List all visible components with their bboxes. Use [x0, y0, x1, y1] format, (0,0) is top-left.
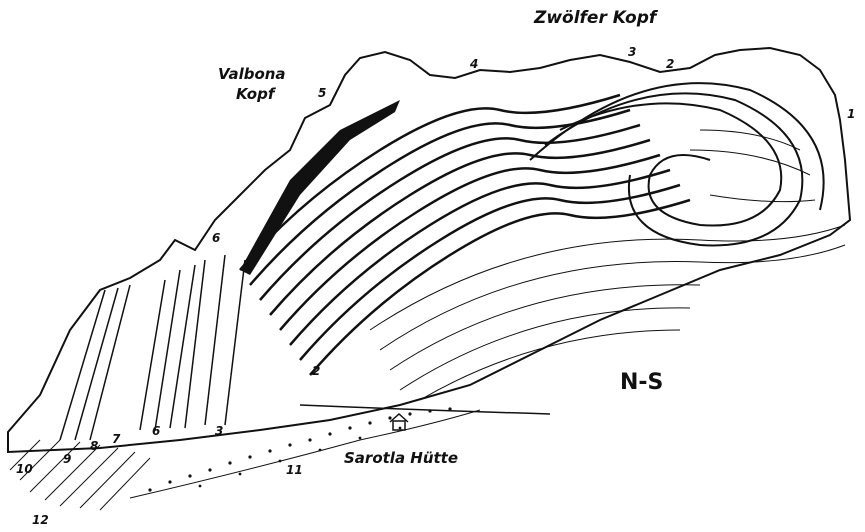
label-zwolfer-kopf: Zwölfer Kopf — [534, 10, 656, 27]
horizon-number-9: 9 — [63, 453, 71, 465]
horizon-number-1: 1 — [847, 108, 855, 120]
horizon-number-6-left: 6 — [212, 232, 220, 244]
horizon-number-2-low: 2 — [312, 365, 320, 377]
horizon-number-8: 8 — [90, 440, 98, 452]
horizon-number-2-top: 2 — [666, 58, 674, 70]
horizon-number-12: 12 — [32, 514, 49, 526]
horizon-number-4: 4 — [470, 58, 478, 70]
horizon-number-3-top: 3 — [628, 46, 636, 58]
label-sarotla-hutte: Sarotla Hütte — [344, 451, 458, 466]
horizon-number-11: 11 — [286, 464, 303, 476]
label-section-ns: N-S — [620, 372, 663, 394]
label-valbona-line1: Valbona — [218, 67, 286, 82]
horizon-number-7: 7 — [112, 433, 120, 445]
horizon-number-10: 10 — [16, 463, 33, 475]
mountain-silhouette — [8, 48, 850, 452]
horizon-number-5: 5 — [318, 87, 326, 99]
label-valbona-line2: Kopf — [236, 87, 274, 102]
horizon-number-6-low: 6 — [152, 425, 160, 437]
horizon-number-3-low: 3 — [215, 425, 223, 437]
